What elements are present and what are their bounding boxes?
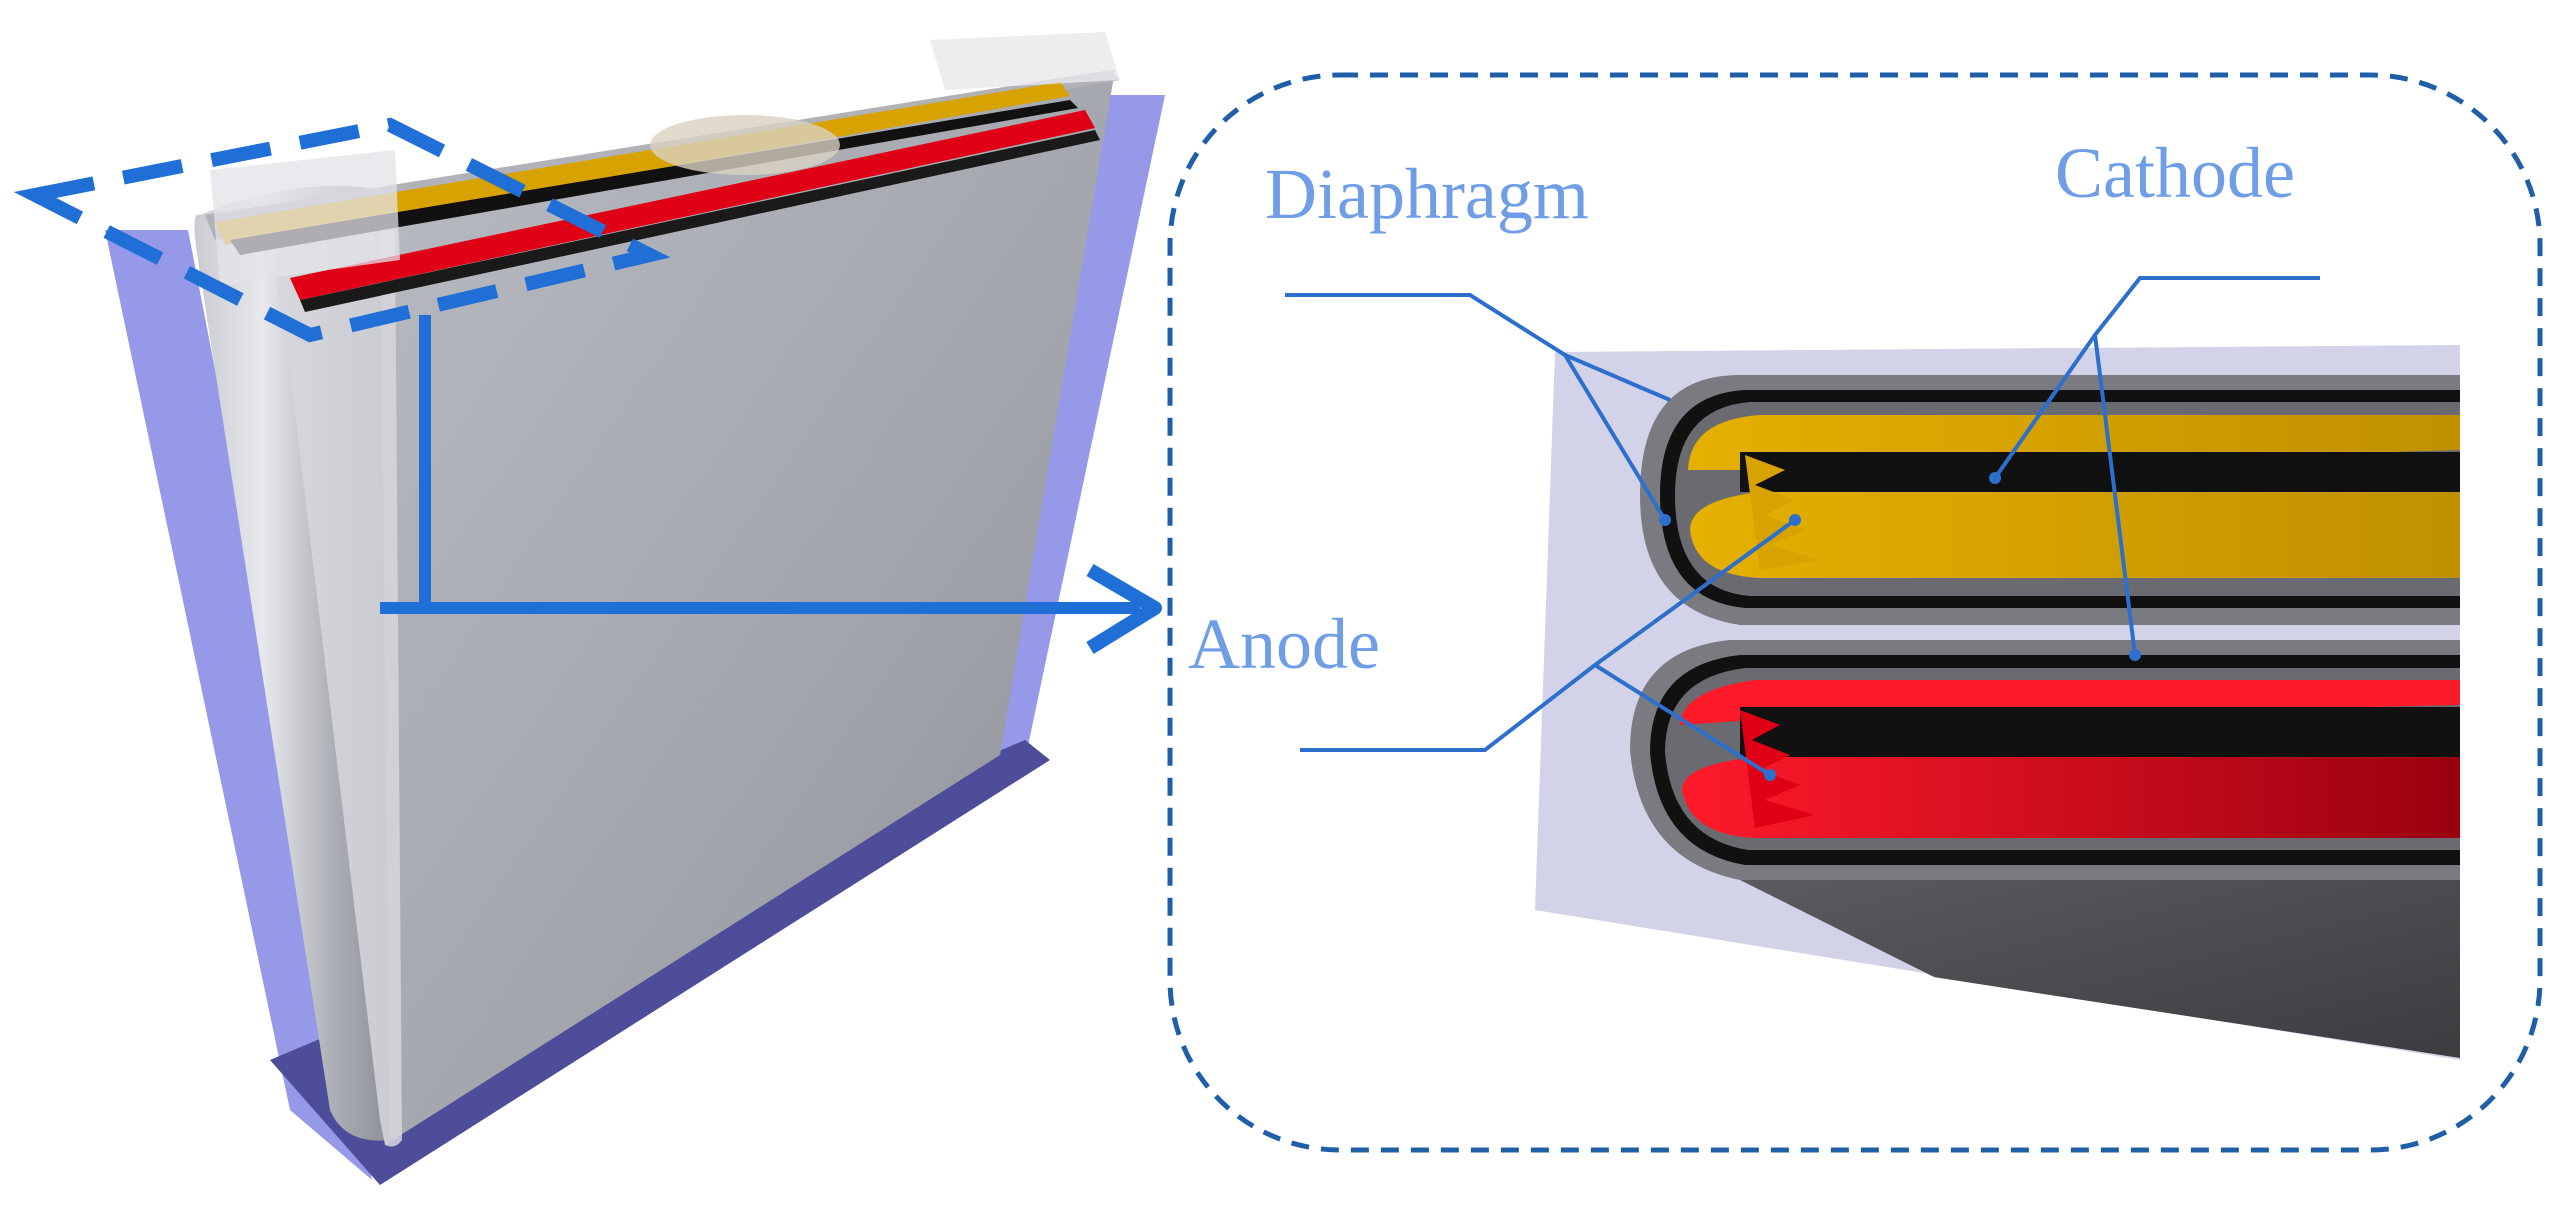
battery-cell-3d [13,32,1165,1185]
cathode-leader-dot-2 [2129,649,2141,661]
zoom-callout: Diaphragm Cathode Anode [1167,72,2543,1153]
tab-left [210,150,400,285]
selection-box [13,117,671,343]
anode-yellow-main [1690,492,2460,578]
cathode-red-main [1682,757,2460,838]
anode-leader-dot-2 [1764,769,1776,781]
upper-inner-black [1740,452,2460,492]
top-layer-yellow [215,82,1070,245]
leader-lines [1285,276,2320,781]
anode-leader-branch [1593,663,1772,777]
tab-center [650,115,840,175]
top-layer-red [290,110,1095,300]
lower-inner-black [1740,707,2460,757]
diaphragm-label: Diaphragm [1265,154,1589,234]
cathode-label: Cathode [2055,133,2295,213]
top-layer-black-2 [300,130,1100,312]
bottom-dark-wedge [1740,880,2460,1058]
tab-right [930,32,1120,90]
anode-leader-dot-1 [1789,514,1801,526]
cathode-leader-dot-1 [1989,472,2001,484]
diaphragm-leader-dot [1659,514,1671,526]
diaphragm-leader [1285,293,1671,402]
zoom-layers [1630,375,2460,1058]
anode-leader [1300,518,1797,752]
top-layer-black [230,100,1078,255]
anode-label: Anode [1188,604,1380,684]
cathode-zigzag [1740,710,1815,828]
jelly-roll-inner-bend [276,227,402,1147]
callout-frame [1167,72,2543,1153]
cathode-leader-branch [2093,334,2137,656]
cathode-leader [1993,276,2320,480]
diaphragm-leader-branch [1563,353,1667,522]
callout-arrow-head [1086,563,1162,654]
